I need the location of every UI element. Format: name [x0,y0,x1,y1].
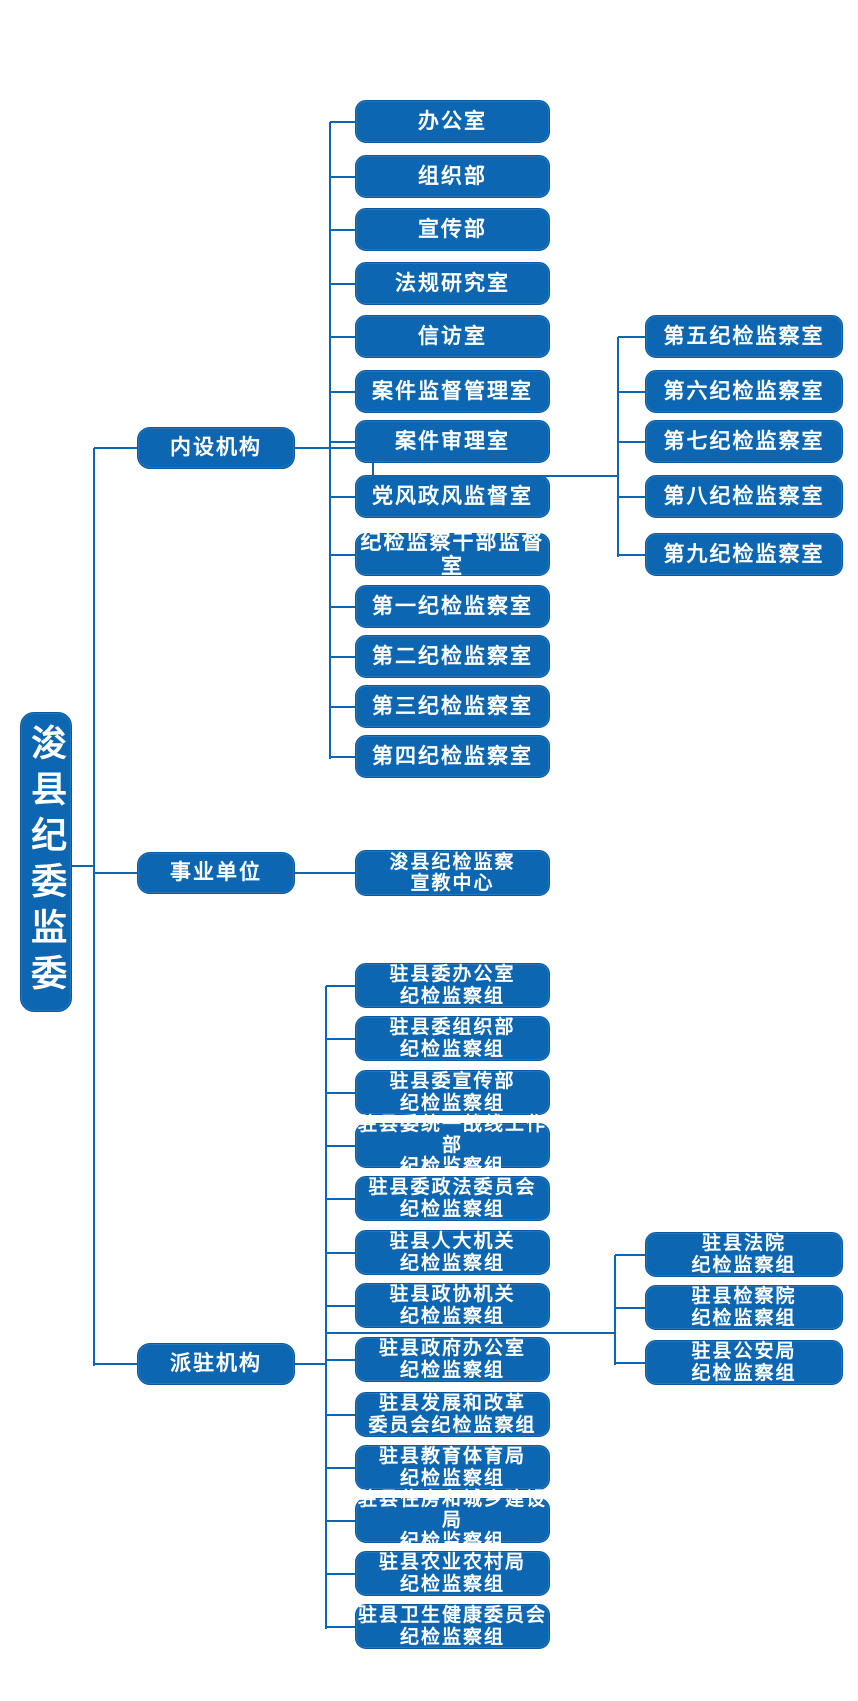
branch-node-public-institutions: 事业单位 [137,852,295,894]
internal-spine-line [329,121,331,759]
subgroup1-stub-line [618,335,645,338]
org-node-inspection-office: 第五纪检监察室 [645,315,843,358]
org-node-dispatched: 驻县卫生健康委员会 纪检监察组 [355,1604,550,1649]
dispatched-branch-connector [295,1363,326,1365]
branch-node-dispatched-agencies: 派驻机构 [137,1343,295,1385]
org-node-internal: 案件监督管理室 [355,370,550,413]
org-node-internal: 第三纪检监察室 [355,685,550,728]
org-node-law-enforcement: 驻县法院 纪检监察组 [645,1232,843,1277]
org-node-internal: 组织部 [355,155,550,198]
dispatched-stub-line [326,1037,355,1040]
org-node-law-enforcement: 驻县公安局 纪检监察组 [645,1340,843,1385]
internal-stub-line [330,440,355,443]
org-node-law-enforcement: 驻县检察院 纪检监察组 [645,1285,843,1330]
internal-stub-line [330,390,355,393]
dispatched-stub-line [326,1144,355,1147]
internal-stub-line [330,175,355,178]
org-node-dispatched: 驻县农业农村局 纪检监察组 [355,1551,550,1596]
org-node-internal: 法规研究室 [355,262,550,305]
subgroup1-connector-line [373,475,618,477]
root-connector-line [72,865,94,867]
subgroup2-connector-line [326,1332,615,1334]
org-node-dispatched: 驻县政府办公室 纪检监察组 [355,1337,550,1382]
subgroup2-spine-line [614,1254,616,1365]
org-node-dispatched: 驻县委宣传部 纪检监察组 [355,1070,550,1115]
org-node-inspection-office: 第六纪检监察室 [645,370,843,413]
subgroup2-stub-line [615,1306,645,1309]
org-node-dispatched: 驻县委政法委员会 纪检监察组 [355,1176,550,1221]
dispatched-stub-line [326,1091,355,1094]
dispatched-stub-line [326,1197,355,1200]
trunk-branch-connector [94,447,137,449]
trunk-branch-connector [94,1363,137,1365]
subgroup1-elbow-line [372,448,374,478]
dispatched-stub-line [326,984,355,987]
dispatched-stub-line [326,1466,355,1469]
subgroup1-stub-line [618,495,645,498]
org-node-dispatched: 驻县人大机关 纪检监察组 [355,1230,550,1275]
internal-stub-line [330,705,355,708]
org-node-dispatched: 驻县委统一战线工作部 纪检监察组 [355,1113,550,1177]
subgroup1-stub-line [618,440,645,443]
org-node-internal: 宣传部 [355,208,550,251]
org-node-internal: 信访室 [355,315,550,358]
internal-stub-line [330,228,355,231]
subgroup1-stub-line [618,390,645,393]
dispatched-stub-line [326,1358,355,1361]
internal-branch-connector [295,447,373,449]
internal-stub-line [330,282,355,285]
org-node-internal: 党风政风监督室 [355,475,550,518]
org-node-internal: 第二纪检监察室 [355,635,550,678]
org-node-dispatched: 驻县政协机关 纪检监察组 [355,1283,550,1328]
institution-connector-line [295,872,355,874]
org-node-inspection-office: 第九纪检监察室 [645,533,843,576]
dispatched-stub-line [326,1413,355,1416]
org-node-inspection-office: 第七纪检监察室 [645,420,843,463]
internal-stub-line [330,120,355,123]
org-node-internal: 案件审理室 [355,420,550,463]
org-node-internal: 办公室 [355,100,550,143]
trunk-line [93,448,95,1366]
org-node-internal: 纪检监察干部监督室 [355,530,550,577]
internal-stub-line [330,553,355,556]
dispatched-stub-line [326,1251,355,1254]
internal-stub-line [330,755,355,758]
org-node-inspection-office: 第八纪检监察室 [645,475,843,518]
subgroup2-stub-line [615,1253,645,1256]
dispatched-stub-line [326,1304,355,1307]
internal-stub-line [330,495,355,498]
org-node-internal: 第四纪检监察室 [355,735,550,778]
org-node-dispatched: 驻县委组织部 纪检监察组 [355,1016,550,1061]
internal-stub-line [330,655,355,658]
subgroup2-stub-line [615,1361,645,1364]
dispatched-stub-line [326,1519,355,1522]
org-node-institution: 浚县纪检监察 宣教中心 [355,850,550,896]
trunk-branch-connector [94,872,137,874]
org-node-dispatched: 驻县教育体育局 纪检监察组 [355,1445,550,1490]
subgroup1-spine-line [617,336,619,557]
root-node: 浚县纪委监委 [20,712,72,1012]
org-node-internal: 第一纪检监察室 [355,585,550,628]
internal-stub-line [330,605,355,608]
internal-stub-line [330,335,355,338]
org-node-dispatched: 驻县委办公室 纪检监察组 [355,963,550,1008]
org-node-dispatched: 驻县发展和改革 委员会纪检监察组 [355,1392,550,1437]
branch-node-internal-organs: 内设机构 [137,427,295,469]
dispatched-stub-line [326,1572,355,1575]
org-node-dispatched: 驻县住房和城乡建设局 纪检监察组 [355,1488,550,1552]
subgroup1-stub-line [618,553,645,556]
dispatched-spine-line [325,985,327,1629]
dispatched-stub-line [326,1625,355,1628]
